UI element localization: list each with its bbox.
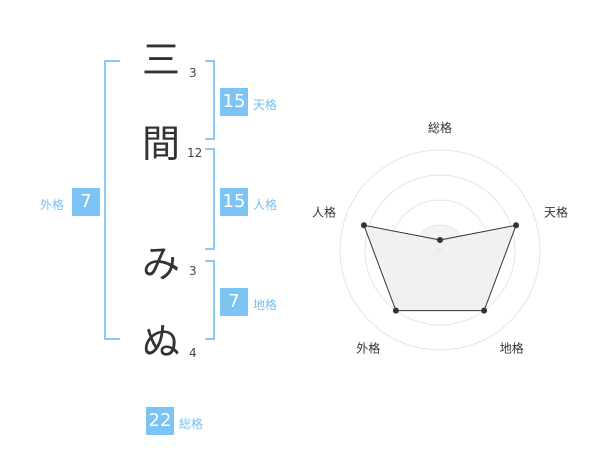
chikaku-value-badge: 7 xyxy=(220,288,248,316)
radar-axis-label-1: 総格 xyxy=(428,120,452,135)
name-char-2: 間 xyxy=(142,122,181,166)
radar-ring xyxy=(364,174,516,326)
name-char-4: ぬ xyxy=(142,320,181,364)
soukaku-value-badge: 22 xyxy=(146,407,174,435)
radar-point-2 xyxy=(513,222,520,229)
jinkaku-label: 人格 xyxy=(253,198,278,212)
tenkaku-label: 天格 xyxy=(253,98,278,112)
radar-axis-label-3: 地格 xyxy=(500,341,524,356)
gaikaku-value-badge: 7 xyxy=(72,188,100,216)
radar-point-4 xyxy=(392,307,399,314)
radar-point-5 xyxy=(360,222,367,229)
stroke-count-1: 3 xyxy=(189,66,197,80)
tenkaku-value-badge: 15 xyxy=(220,88,248,116)
radar-axis-label-4: 外格 xyxy=(356,341,380,356)
radar-point-3 xyxy=(481,307,488,314)
radar-axis-label-2: 天格 xyxy=(544,204,568,219)
radar-axis-label-5: 人格 xyxy=(312,204,336,219)
name-char-3: み xyxy=(142,242,181,286)
stroke-count-2: 12 xyxy=(187,146,203,160)
stroke-count-3: 3 xyxy=(189,264,197,278)
radar-area xyxy=(363,224,517,312)
stroke-count-4: 4 xyxy=(189,346,197,360)
jinkaku-value-badge: 15 xyxy=(220,188,248,216)
radar-ring xyxy=(339,149,541,351)
radar-point-1 xyxy=(437,237,443,243)
name-char-1: 三 xyxy=(142,38,181,82)
soukaku-label: 総格 xyxy=(179,417,204,431)
chikaku-label: 地格 xyxy=(253,298,278,312)
gaikaku-label: 外格 xyxy=(40,198,65,212)
